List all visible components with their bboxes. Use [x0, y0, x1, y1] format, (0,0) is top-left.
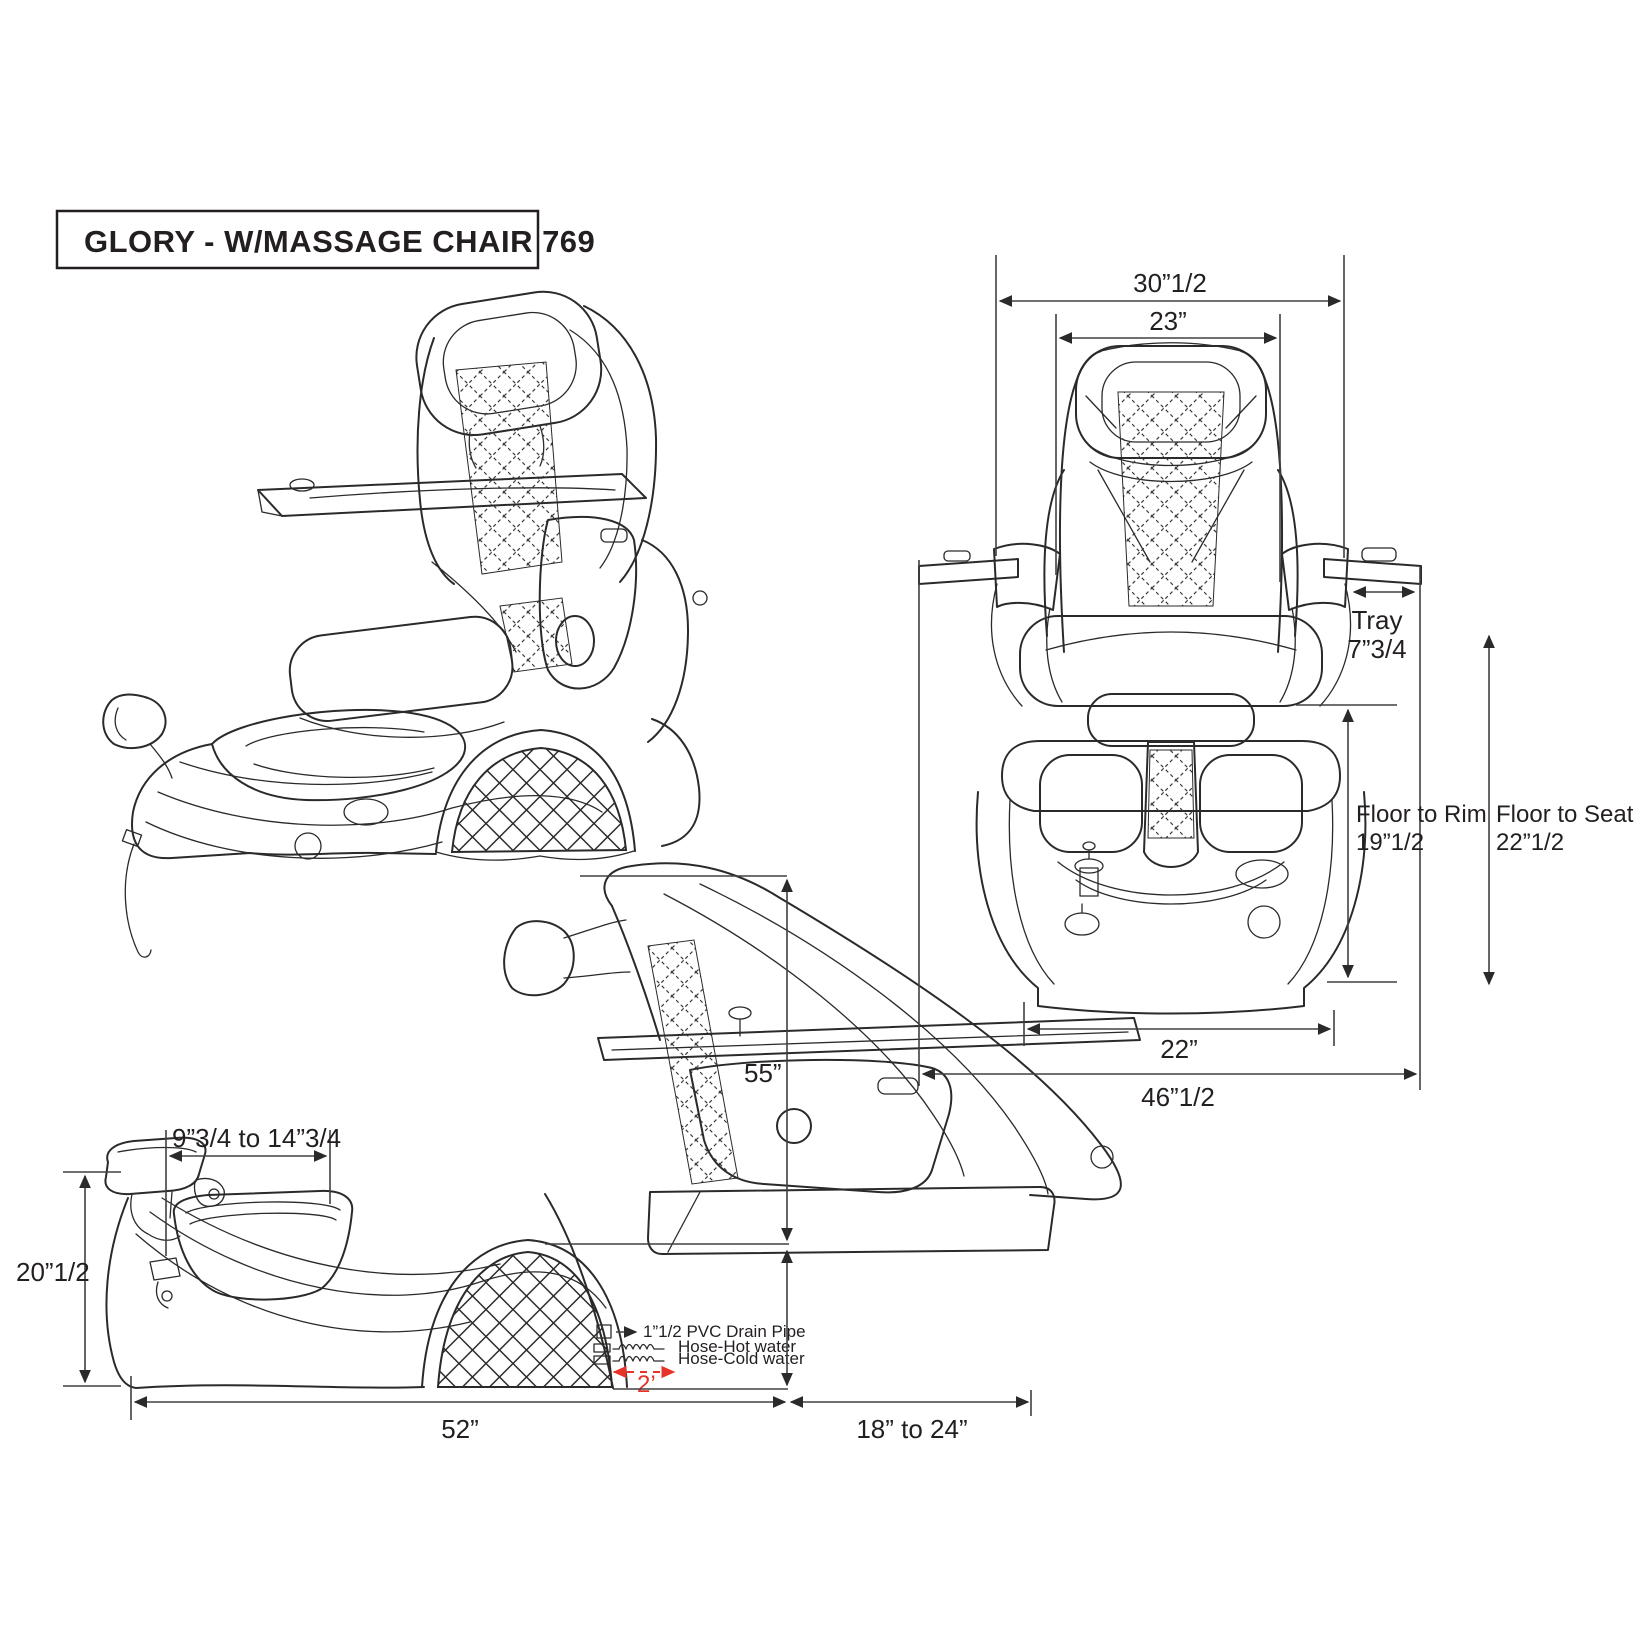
side-control-pod — [689, 1058, 953, 1194]
dim-floor-to-seat: Floor to Seat 22”1/2 — [1483, 634, 1634, 986]
perspective-basin — [211, 708, 466, 802]
perspective-footrest — [102, 693, 173, 779]
jet-control-icon — [294, 832, 322, 860]
side-view: 1”1/2 PVC Drain Pipe Hose-Hot water Hose… — [16, 862, 1141, 1444]
overall-width-value: 30”1/2 — [1133, 268, 1207, 298]
side-latch-icon — [692, 590, 708, 606]
side-footrest — [104, 1136, 225, 1241]
side-headrest — [503, 919, 631, 997]
floor-to-seat-value: 22”1/2 — [1496, 829, 1564, 856]
front-armrest-right — [1279, 542, 1422, 707]
perspective-seat — [288, 615, 514, 722]
perspective-arch-vent — [450, 746, 628, 854]
perspective-control-pod — [538, 515, 638, 690]
drain-pipe-label: 1”1/2 PVC Drain Pipe — [643, 1322, 806, 1341]
side-arch-vent — [436, 1250, 614, 1388]
hose-reach-value: 2’ — [637, 1371, 656, 1398]
front-diamond-panel — [1117, 391, 1225, 607]
footrest-height-value: 20”1/2 — [16, 1257, 90, 1287]
title-box — [55, 209, 540, 270]
hot-hose-stub — [593, 1343, 611, 1353]
dim-base-width: 22” — [1023, 1002, 1335, 1064]
dim-total-width: 46”1/2 — [918, 560, 1418, 1112]
knob-icon — [1064, 912, 1100, 936]
dim-tray-width: Tray 7”3/4 — [1347, 566, 1421, 1090]
side-knob-icon — [1090, 1145, 1114, 1169]
jet-control-icon — [343, 798, 389, 826]
drain-pipe-symbol — [596, 1324, 612, 1339]
dim-total-height: 55” — [545, 875, 793, 1387]
base-length-value: 52” — [441, 1414, 479, 1444]
page-title: GLORY - W/MASSAGE CHAIR 769 — [84, 224, 595, 259]
backrest-width-value: 23” — [1149, 306, 1187, 336]
drain-cord — [124, 843, 152, 958]
dim-floor-to-rim: Floor to Rim 19”1/2 — [1296, 704, 1487, 983]
wall-clearance-value: 18” to 24” — [856, 1414, 967, 1444]
hot-hose-label: Hose-Hot water — [678, 1337, 796, 1356]
floor-to-seat-label: Floor to Seat — [1496, 801, 1634, 828]
dim-footrest-height: 20”1/2 — [16, 1171, 121, 1387]
cup-holder-icon — [1361, 547, 1397, 562]
tray-width-value: 7”3/4 — [1347, 634, 1406, 664]
front-seat — [1019, 615, 1323, 747]
floor-to-rim-value: 19”1/2 — [1356, 829, 1424, 856]
perspective-view — [102, 290, 708, 958]
total-width-value: 46”1/2 — [1141, 1082, 1215, 1112]
side-base — [105, 1193, 628, 1389]
utility-stubs — [593, 1324, 612, 1365]
footrest-extension-value: 9”3/4 to 14”3/4 — [172, 1123, 341, 1153]
faucet-icon — [1079, 867, 1099, 897]
jet-control-icon — [1247, 905, 1281, 939]
front-view: 30”1/2 23” Tray 7”3/4 Floor to Rim 19”1/… — [918, 255, 1634, 1112]
hose-coil-icon — [612, 1355, 665, 1362]
front-armrest-left — [918, 542, 1063, 707]
tray-label: Tray — [1351, 605, 1402, 635]
front-backrest — [1043, 342, 1299, 653]
dim-wall-clearance: 18” to 24” — [789, 1390, 1032, 1444]
total-height-value: 55” — [744, 1058, 782, 1088]
perspective-base — [121, 718, 701, 958]
dim-footrest-extension: 9”3/4 to 14”3/4 — [165, 1123, 341, 1256]
side-diamond-panel — [647, 939, 739, 1185]
front-basin — [1001, 740, 1341, 905]
dim-base-length: 52” — [130, 1376, 787, 1444]
perspective-diamond-panel — [455, 361, 563, 575]
base-width-value: 22” — [1160, 1034, 1198, 1064]
floor-to-rim-label: Floor to Rim — [1356, 801, 1487, 828]
cold-hose-label: Hose-Cold water — [678, 1349, 805, 1368]
hose-coil-icon — [612, 1343, 665, 1350]
jet-control-icon — [1235, 859, 1289, 889]
title-block: GLORY - W/MASSAGE CHAIR 769 — [55, 209, 595, 270]
dim-overall-width: 30”1/2 — [995, 255, 1345, 558]
side-armrest-tray — [597, 1006, 1141, 1061]
cold-hose-stub — [593, 1355, 611, 1365]
dim-backrest-width: 23” — [1055, 306, 1281, 582]
perspective-armrest-tray — [257, 473, 647, 517]
utility-annotations: 1”1/2 PVC Drain Pipe Hose-Hot water Hose… — [612, 1322, 806, 1398]
